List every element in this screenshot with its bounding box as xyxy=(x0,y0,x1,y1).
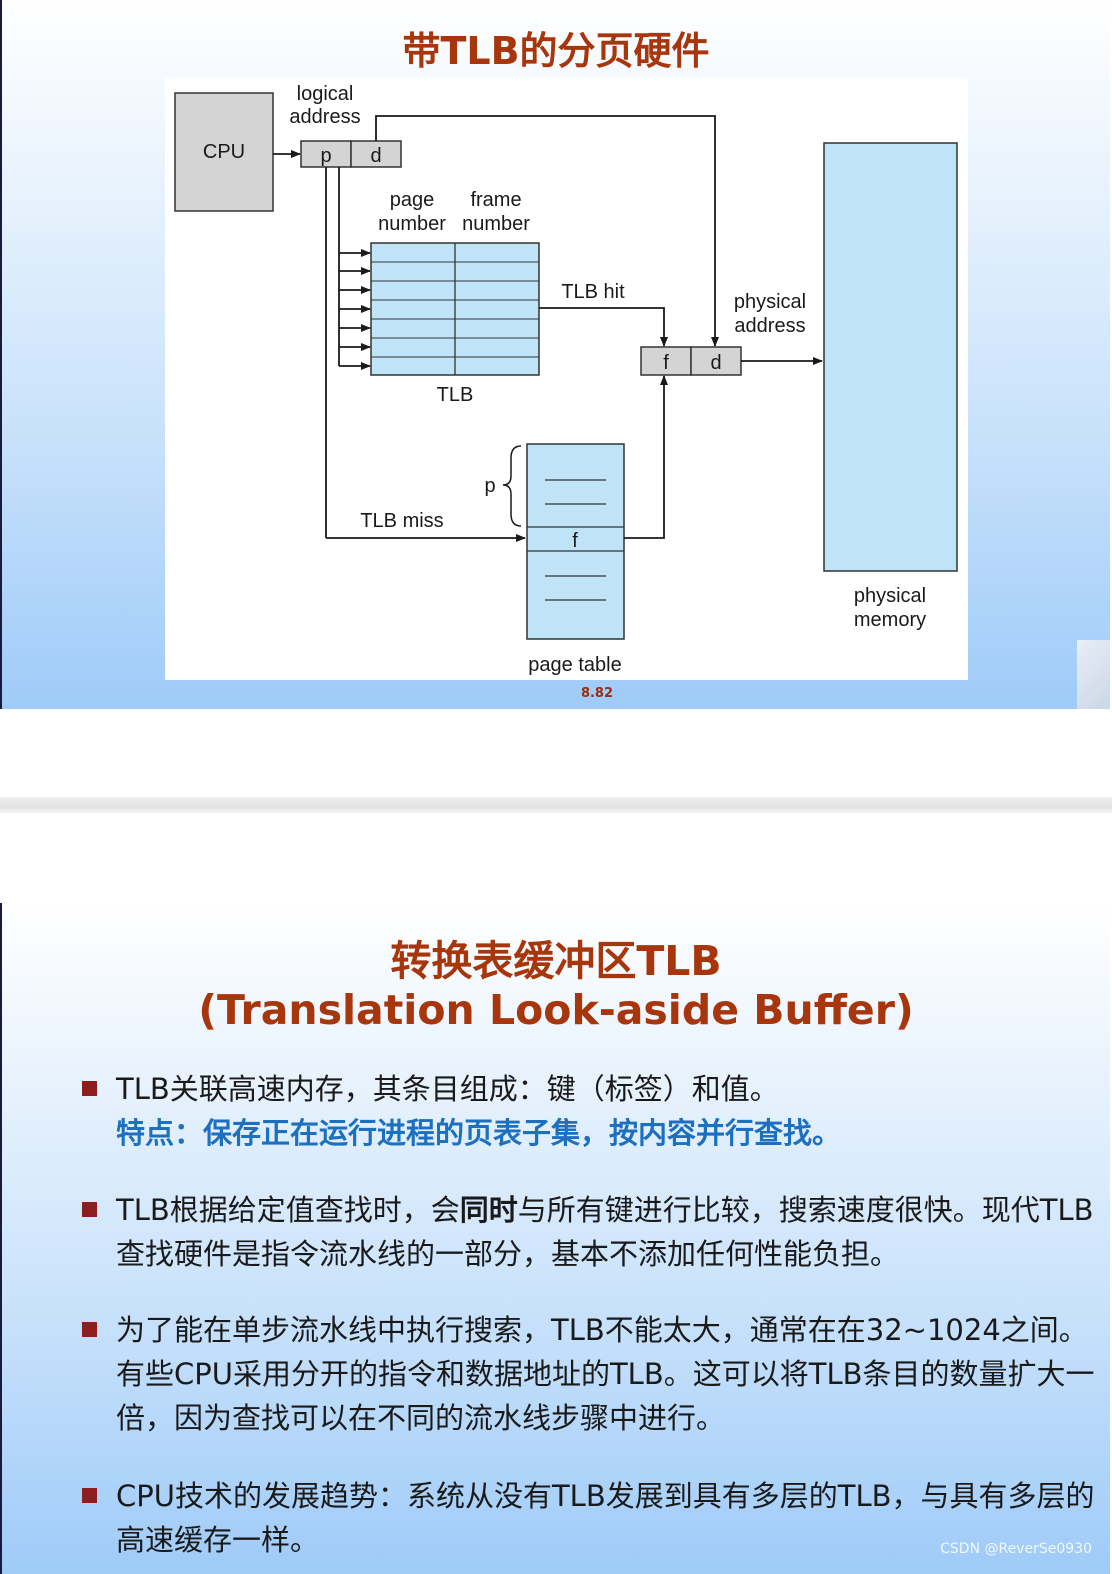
logical-d-label: d xyxy=(370,145,381,167)
tlb-page-number-header: number xyxy=(378,213,446,235)
bullet-2-text-before: TLB根据给定值查找时，会 xyxy=(116,1193,460,1227)
bullet-1: TLB关联高速内存，其条目组成：键（标签）和值。 特点：保存正在运行进程的页表子… xyxy=(80,1067,1098,1155)
page-table-f-label: f xyxy=(572,530,578,552)
cpu-box xyxy=(174,92,274,212)
bullet-1-text: TLB关联高速内存，其条目组成：键（标签）和值。 xyxy=(116,1072,779,1106)
bullet-1-highlight: 特点：保存正在运行进程的页表子集，按内容并行查找。 xyxy=(116,1116,842,1150)
logical-address-label-2: address xyxy=(289,106,360,128)
tlb-hit-label: TLB hit xyxy=(561,281,625,303)
physical-address-label-2: address xyxy=(734,315,805,337)
tlb-hit-arrow xyxy=(539,307,668,347)
tlb-frame-number-header: number xyxy=(462,213,530,235)
physical-memory-box xyxy=(823,142,958,572)
bullet-2-text-after: 与所有键进行比较，搜索速度很快。现代TLB查找硬件是指令流水线的一部分，基本不添… xyxy=(116,1193,1094,1271)
page-table xyxy=(526,443,625,640)
page-table-to-frame-arrow xyxy=(624,375,668,539)
slide-2-title: 转换表缓冲区TLB (Translation Look-aside Buffer… xyxy=(2,937,1110,1035)
diagram-svg: CPU logical address p d page number fram… xyxy=(174,83,958,676)
slide-1-title: 带TLB的分页硬件 xyxy=(402,29,710,73)
bullet-3-text: 为了能在单步流水线中执行搜索，TLB不能太大，通常在在32~1024之间。有些C… xyxy=(116,1313,1095,1435)
bullet-4-text: CPU技术的发展趋势：系统从没有TLB发展到具有多层的TLB，与具有多层的高速缓… xyxy=(116,1479,1095,1557)
slide-1: 带TLB的分页硬件 CPU logical address p d xyxy=(0,0,1110,709)
bullet-3: 为了能在单步流水线中执行搜索，TLB不能太大，通常在在32~1024之间。有些C… xyxy=(80,1308,1098,1440)
bullet-2: TLB根据给定值查找时，会同时与所有键进行比较，搜索速度很快。现代TLB查找硬件… xyxy=(80,1188,1098,1276)
tlb-label: TLB xyxy=(437,384,474,406)
tlb-table xyxy=(370,242,540,376)
bullet-1-marker xyxy=(82,1081,97,1096)
page-index-brace xyxy=(502,445,522,527)
slide-separator xyxy=(0,797,1112,813)
corner-decoration xyxy=(1077,640,1110,709)
page-number: 8.82 xyxy=(580,686,614,701)
tlb-miss-label: TLB miss xyxy=(360,510,443,532)
watermark: CSDN @ReverSe0930 xyxy=(940,1541,1092,1557)
page-table-label: page table xyxy=(528,654,621,676)
bullet-2-text: TLB根据给定值查找时，会同时与所有键进行比较，搜索速度很快。现代TLB查找硬件… xyxy=(116,1188,1098,1276)
logical-address-label-1: logical xyxy=(297,83,354,105)
bullet-2-marker xyxy=(82,1202,97,1217)
tlb-lookup-arrows xyxy=(325,167,371,538)
physical-f-label: f xyxy=(663,352,669,374)
bullet-2-text-bold: 同时 xyxy=(459,1193,518,1227)
tlb-frame-header: frame xyxy=(470,189,521,211)
logical-p-label: p xyxy=(320,145,331,167)
page-index-label: p xyxy=(484,475,495,497)
slide-2-title-line-2: (Translation Look-aside Buffer) xyxy=(198,986,914,1034)
slide-2: 转换表缓冲区TLB (Translation Look-aside Buffer… xyxy=(0,903,1110,1574)
offset-route-arrow xyxy=(375,115,719,347)
tlb-page-header: page xyxy=(390,189,435,211)
cpu-label: CPU xyxy=(203,141,245,163)
bullet-4: CPU技术的发展趋势：系统从没有TLB发展到具有多层的TLB，与具有多层的高速缓… xyxy=(80,1474,1098,1562)
bullet-4-marker xyxy=(82,1488,97,1503)
slide-2-title-line-1: 转换表缓冲区TLB xyxy=(390,937,722,985)
bullet-3-marker xyxy=(82,1322,97,1337)
physical-memory-label-2: memory xyxy=(854,609,926,631)
physical-d-label: d xyxy=(710,352,721,374)
tlb-paging-diagram: CPU logical address p d page number fram… xyxy=(165,78,968,680)
physical-address-label-1: physical xyxy=(734,291,806,313)
physical-memory-label-1: physical xyxy=(854,585,926,607)
